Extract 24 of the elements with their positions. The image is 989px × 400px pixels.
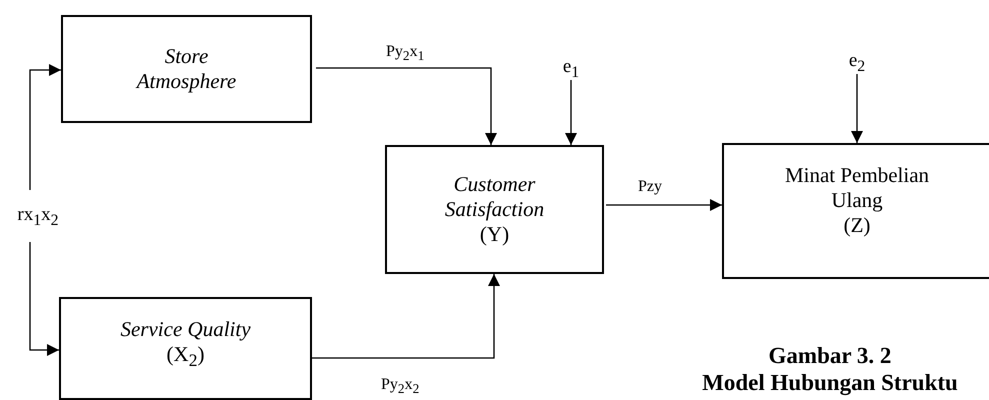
arrow [312, 274, 500, 359]
path-coefficient-label: Pzy [638, 178, 662, 196]
variable-symbol: (Y) [480, 222, 510, 248]
figure-caption: Model Hubungan Struktu [701, 370, 959, 396]
figure-caption: Gambar 3. 2 [768, 343, 892, 370]
process-box [61, 15, 312, 123]
arrow [606, 199, 722, 211]
variable-symbol: (X$_{2}$) [166, 342, 204, 372]
variable-symbol: (Z) [844, 213, 870, 239]
error-term-label: e$_{1}$ [562, 56, 580, 82]
process-box [59, 297, 312, 400]
node-title: Minat Pembelian Ulang [784, 163, 930, 214]
arrow [851, 74, 863, 143]
arrow [316, 67, 497, 145]
correlation-label: rx$_{1}$x$_{2}$ [17, 204, 59, 230]
node-title: Service Quality [120, 317, 251, 342]
node-title: Store Atmosphere [134, 44, 238, 94]
arrow [29, 242, 59, 356]
node-title: Customer Satisfaction [444, 172, 544, 222]
arrow [29, 64, 61, 190]
process-box [722, 143, 989, 279]
error-term-label: e$_{2}$ [848, 50, 866, 76]
arrow [565, 80, 577, 145]
process-box [385, 145, 604, 274]
